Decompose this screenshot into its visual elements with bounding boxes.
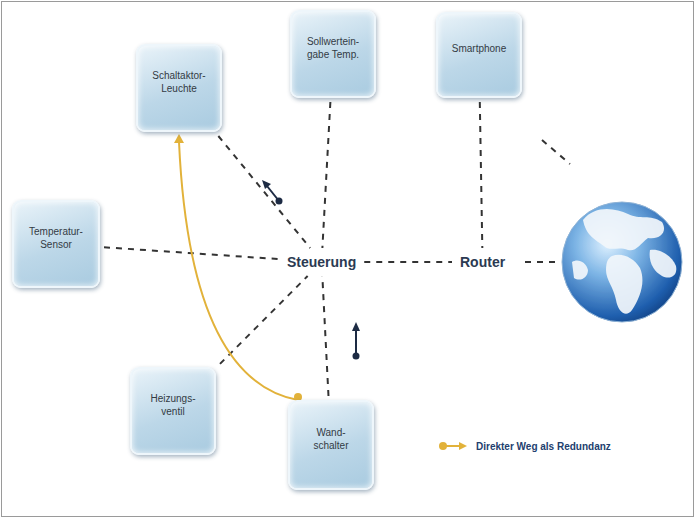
device-label: Sollwertein- gabe Temp. [300, 35, 366, 62]
network-link [322, 276, 328, 396]
internet-line [542, 140, 570, 164]
device-box: Smartphone [436, 12, 522, 98]
legend-line-sample [438, 440, 468, 452]
device-box: Temperatur- Sensor [12, 200, 100, 288]
device-label: Heizungs- ventil [140, 392, 206, 419]
hub-label: Steuerung [287, 254, 356, 270]
signal-arrow [352, 322, 360, 360]
network-link [218, 136, 310, 248]
device-box: Heizungs- ventil [130, 367, 216, 455]
device-box: Schaltaktor- Leuchte [136, 44, 222, 132]
hub-label: Router [460, 254, 505, 270]
network-link [480, 102, 483, 248]
device-label: Temperatur- Sensor [23, 225, 89, 252]
internet-line [525, 261, 558, 263]
device-box: Wand- schalter [288, 400, 374, 490]
hub-label-node: Router [456, 252, 509, 272]
device-label: Smartphone [452, 42, 506, 56]
device-label: Schaltaktor- Leuchte [146, 69, 212, 96]
device-label: Wand- schalter [298, 426, 364, 453]
device-box: Sollwertein- gabe Temp. [290, 10, 376, 98]
network-link [322, 102, 330, 248]
globe [562, 202, 682, 322]
legend: Direkter Weg als Redundanz [438, 440, 611, 452]
legend-text: Direkter Weg als Redundanz [476, 441, 611, 452]
network-link [364, 262, 452, 263]
hub-label-node: Steuerung [283, 252, 360, 272]
network-link [220, 276, 308, 364]
